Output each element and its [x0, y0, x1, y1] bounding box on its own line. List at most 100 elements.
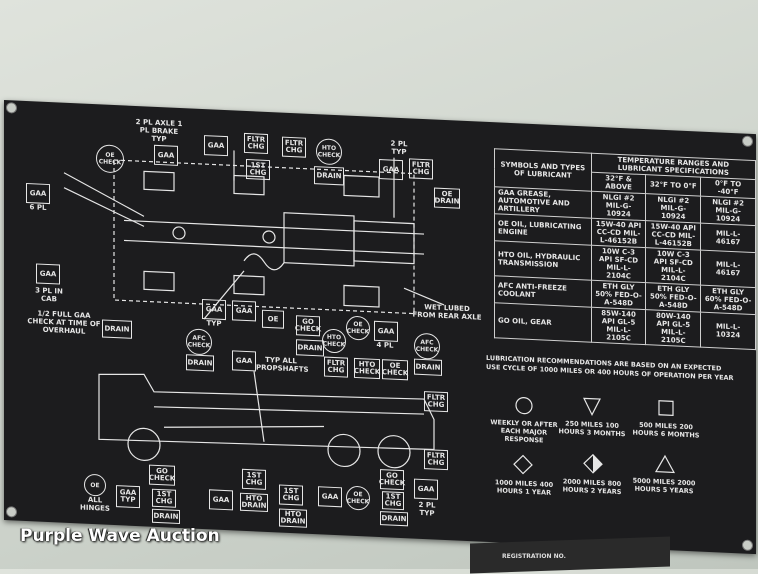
gaa-box: GAA: [26, 182, 50, 205]
six-pl-note: 6 PL: [29, 203, 47, 212]
symbols-header: SYMBOLS AND TYPES OF LUBRICANT: [494, 148, 592, 192]
screw-icon: [742, 539, 753, 552]
drain-box: DRAIN: [296, 339, 324, 357]
col-2-header: 32°F TO 0°F: [645, 174, 701, 197]
oe-check-box: OE CHECK: [382, 359, 408, 381]
cell: MIL-L-46167: [700, 223, 756, 253]
gaa-box: GAA: [318, 486, 342, 508]
hto-check-circle: HTO CHECK: [322, 328, 346, 354]
propshafts-note: TYP ALL PROPSHAFTS: [256, 355, 309, 374]
cell: MIL-L-46167: [700, 250, 756, 288]
cell: 10W C-3 API SF-CD MIL-L-2104C: [591, 245, 646, 283]
fltr-chg-box: FLTR CHG: [324, 356, 348, 378]
hto-check-circle: HTO CHECK: [316, 138, 342, 166]
lubricant-spec-table: SYMBOLS AND TYPES OF LUBRICANT TEMPERATU…: [494, 148, 756, 350]
truck-side-view: [98, 371, 435, 469]
three-pl-note: 3 PL IN CAB: [35, 286, 63, 304]
row-symbol: GO: [498, 316, 510, 325]
gaa-box: GAA: [414, 478, 438, 500]
gaa-typ-box: GAA TYP: [116, 485, 140, 509]
diamond-icon: [513, 454, 533, 475]
oe-circle: OE: [84, 473, 106, 497]
gaa-box: GAA: [202, 298, 226, 321]
symbol-text: 2000 MILES 800 HOURS 2 YEARS: [562, 477, 622, 497]
cell: MIL-L-10324: [700, 312, 756, 350]
first-chg-box: 1ST CHG: [246, 158, 270, 181]
cell: 10W C-3 API SF-CD MIL-L-2104C: [645, 247, 701, 286]
oe-check-circle: OE CHECK: [346, 485, 370, 511]
gaa-box: GAA: [232, 300, 256, 322]
gaa-box: GAA: [209, 489, 233, 511]
typ-note: TYP: [206, 319, 222, 328]
oe-drain-box: OE DRAIN: [434, 187, 460, 209]
col-1-header: 32°F & ABOVE: [591, 172, 646, 194]
two-pl-note: 2 PL TYP: [418, 500, 436, 518]
axle-note: 2 PL AXLE 1 PL BRAKE TYP: [135, 117, 183, 144]
cell: NLGI #2 MIL-G-10924: [591, 191, 646, 221]
row-name: OIL, GEAR: [512, 317, 552, 327]
drain-box: DRAIN: [414, 358, 442, 376]
four-pl-note: 4 PL: [376, 340, 394, 350]
wet-lubed-note: WET LUBED FROM REAR AXLE: [412, 303, 482, 322]
drain-box: DRAIN: [152, 508, 180, 524]
fltr-chg-box: FLTR CHG: [282, 136, 306, 158]
cell: 85W-140 API GL-5 MIL-L-2105C: [591, 307, 646, 345]
drain-box: DRAIN: [380, 511, 408, 527]
lubrication-plate: 2 PL AXLE 1 PL BRAKE TYP 2 PL TYP GAA 6 …: [4, 100, 756, 555]
cell: ETH GLY 60% FED-O-A-548D: [700, 285, 756, 315]
oe-check-circle: OE CHECK: [96, 144, 124, 174]
screw-icon: [742, 135, 753, 148]
symbol-text: 250 MILES 100 HOURS 3 MONTHS: [558, 419, 626, 439]
first-test-box: 1ST CHG: [382, 491, 404, 511]
cell: 15W-40 API CC-CD MIL-L-46152B: [645, 220, 701, 251]
cell: ETH GLY 50% FED-O-A-548D: [645, 282, 701, 313]
afc-check-circle: AFC CHECK: [414, 332, 440, 360]
gaa-box: GAA: [232, 350, 256, 372]
triangle-down-icon: [583, 397, 601, 417]
gaa-box: GAA: [379, 159, 403, 181]
hto-drain-box: HTO DRAIN: [240, 492, 268, 512]
gaa-box: GAA: [204, 135, 228, 157]
gaa-box: GAA: [154, 144, 178, 166]
square-icon: [658, 400, 674, 417]
all-hinges-note: ALL HINGES: [80, 495, 110, 513]
first-chg-box: 1ST CHG: [242, 468, 266, 490]
oe-check-circle: OE CHECK: [346, 315, 370, 341]
cell: 15W-40 API CC-CD MIL-L-46152B: [591, 218, 646, 248]
diamond-half-icon: [583, 453, 603, 474]
hto-check-box: HTO CHECK: [354, 357, 380, 380]
triangle-icon: [654, 454, 676, 474]
cell: NLGI #2 MIL-G-10924: [645, 193, 701, 224]
fltr-chg-box: FLTR CHG: [409, 158, 433, 180]
afc-check-circle: AFC CHECK: [186, 328, 212, 356]
symbol-text: 500 MILES 200 HOURS 6 MONTHS: [632, 420, 700, 440]
chassis-top-view: [63, 150, 445, 320]
cell: NLGI #2 MIL-G-10924: [700, 196, 756, 226]
two-pl-note: 2 PL TYP: [390, 139, 408, 157]
gaa-box: GAA: [36, 263, 60, 285]
cell: 80W-140 API GL-5 MIL-L-2105C: [645, 309, 701, 348]
gaa-box: GAA: [374, 320, 398, 342]
hto-drain-box: HTO DRAIN: [279, 508, 307, 528]
lubrication-note: LUBRICATION RECOMMENDATIONS ARE BASED ON…: [486, 353, 734, 383]
weekly-circle-icon: [515, 397, 533, 415]
first-chg-box: 1ST CHG: [279, 484, 303, 506]
watermark-text: Purple Wave Auction: [20, 526, 220, 546]
half-full-note: 1/2 FULL GAA CHECK AT TIME OF OVERHAUL: [27, 309, 101, 336]
drain-box: DRAIN: [314, 166, 344, 186]
go-check-box: GO CHECK: [295, 315, 321, 337]
col-3-header: 0°F TO -40°F: [700, 177, 756, 199]
cell: ETH GLY 50% FED-O-A-548D: [591, 280, 646, 310]
row-name: OIL, LUBRICATING ENGINE: [498, 220, 582, 237]
drain-box: DRAIN: [102, 319, 132, 339]
go-check-box: GO CHECK: [379, 469, 405, 491]
first-test-box: 1ST CHG: [152, 488, 176, 508]
fltr-chg-box: FLTR CHG: [424, 449, 448, 471]
fltr-chg-box: FLTR CHG: [244, 132, 268, 154]
drain-box: DRAIN: [186, 354, 214, 372]
go-check-box: GO CHECK: [149, 464, 175, 486]
registration-plate: [470, 536, 670, 574]
fltr-chg-box: FLTR CHG: [424, 391, 448, 413]
symbol-text: 5000 MILES 2000 HOURS 5 YEARS: [632, 476, 696, 496]
oe-box: OE: [262, 309, 284, 329]
